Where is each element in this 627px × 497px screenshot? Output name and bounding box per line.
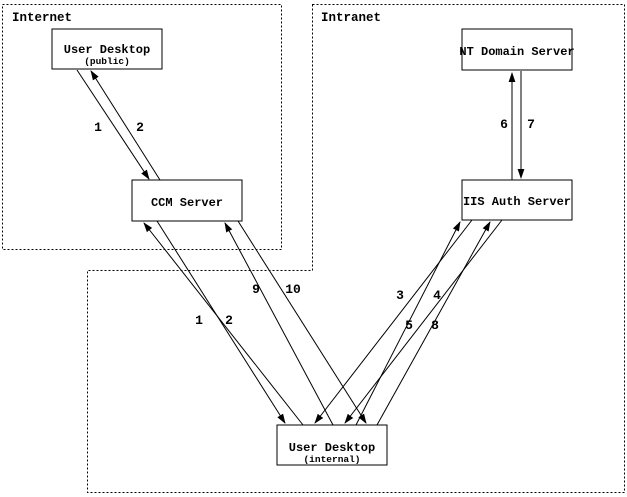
edge-4-iis-to-internal	[314, 219, 473, 424]
edge-label-2-internal: 2	[225, 313, 233, 328]
edge-1-internal-to-ccm	[143, 222, 304, 426]
node-user-desktop-internal-box	[276, 424, 388, 466]
edge-label-4: 4	[433, 288, 441, 303]
node-user-desktop-public: User Desktop (public)	[51, 28, 163, 70]
node-nt-domain-server-box	[461, 28, 573, 71]
edge-label-3: 3	[396, 288, 404, 303]
edge-label-2-public: 2	[136, 120, 144, 135]
node-user-desktop-internal: User Desktop (internal)	[276, 424, 388, 466]
edge-label-10: 10	[285, 282, 301, 297]
node-nt-domain-server: NT Domain Server	[459, 28, 575, 71]
edge-9-internal-to-ccm	[224, 222, 334, 426]
node-ccm-server-title: CCM Server	[151, 196, 223, 210]
node-user-desktop-internal-subtitle: (internal)	[303, 454, 360, 465]
edge-1-public-to-ccm	[76, 69, 150, 180]
node-iis-auth-server-title: IIS Auth Server	[463, 195, 571, 209]
edge-label-1-internal: 1	[195, 313, 203, 328]
node-user-desktop-public-subtitle: (public)	[84, 56, 130, 67]
edge-8-iis-to-internal	[344, 219, 503, 424]
node-user-desktop-internal-title: User Desktop	[289, 441, 375, 455]
node-iis-auth-server: IIS Auth Server	[461, 179, 573, 221]
edge-label-6: 6	[500, 117, 508, 132]
edge-label-8: 8	[431, 318, 439, 333]
edge-label-1-public: 1	[94, 120, 102, 135]
internet-region-outline	[2, 4, 282, 250]
intranet-region-outline	[87, 4, 625, 493]
node-user-desktop-public-title: User Desktop	[64, 43, 150, 57]
edge-10-ccm-to-internal	[237, 220, 367, 424]
node-ccm-server: CCM Server	[131, 179, 243, 222]
edge-5-internal-to-iis	[376, 221, 491, 426]
edge-2-ccm-to-internal	[156, 220, 286, 424]
edge-label-7: 7	[527, 117, 535, 132]
internet-region-label: Internet	[12, 11, 72, 25]
node-nt-domain-server-title: NT Domain Server	[459, 45, 574, 59]
edge-label-9: 9	[252, 282, 260, 297]
edge-label-5: 5	[405, 318, 413, 333]
node-iis-auth-server-box	[461, 179, 573, 221]
node-user-desktop-public-box	[51, 28, 163, 70]
edge-2-ccm-to-public	[90, 70, 161, 181]
intranet-region-label: Intranet	[321, 11, 381, 25]
node-ccm-server-box	[131, 179, 243, 222]
edge-3-internal-to-iis	[355, 221, 461, 426]
